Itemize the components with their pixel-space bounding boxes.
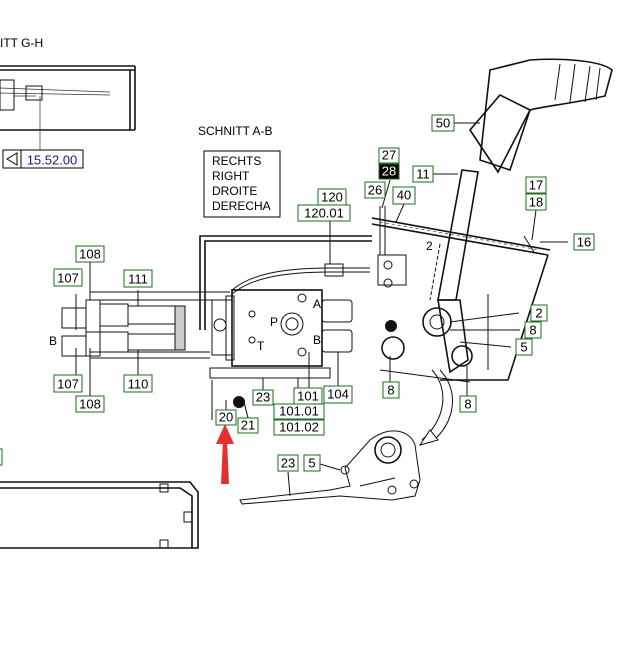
- callout-number: 8: [387, 383, 394, 398]
- pedal-lever: 2: [377, 58, 613, 383]
- port-label-b: B: [313, 333, 321, 347]
- section-gh-drawing: [0, 65, 136, 150]
- callout-number: 108: [79, 247, 101, 262]
- reference-text: 15.52.00: [27, 153, 78, 168]
- callout-number: 104: [327, 387, 349, 402]
- callout-108-bottom[interactable]: 108: [75, 395, 105, 413]
- callout-number: 108: [79, 397, 101, 412]
- callout-101-02[interactable]: 101.02: [273, 419, 325, 436]
- pedal-detail-view: [239, 430, 421, 505]
- callout-number: 101.01: [279, 404, 319, 419]
- callout-number: 20: [219, 410, 233, 425]
- callout-2[interactable]: 2: [530, 304, 548, 322]
- callout-104[interactable]: 104: [323, 385, 353, 404]
- bolt-marker-upper: [385, 320, 397, 332]
- direction-label-derecha: DERECHA: [212, 199, 271, 213]
- direction-box: [203, 150, 281, 218]
- direction-label-rechts: RECHTS: [212, 154, 261, 168]
- callout-18[interactable]: 18: [525, 193, 547, 211]
- callout-number: 111: [128, 272, 148, 287]
- direction-label-droite: DROITE: [212, 184, 257, 198]
- callout-26[interactable]: 26: [364, 181, 386, 199]
- callout-5-right[interactable]: 5: [515, 338, 533, 356]
- callout-number: 120.01: [304, 206, 344, 221]
- callout-number: 23: [281, 456, 295, 471]
- bolt-marker-lower: [233, 396, 245, 408]
- callout-101-01[interactable]: 101.01: [273, 403, 325, 420]
- red-pointer-head: [216, 424, 234, 444]
- callout-108-top[interactable]: 108: [75, 245, 105, 263]
- callout-number: 107: [57, 271, 79, 286]
- callout-8-center[interactable]: 8: [382, 381, 400, 399]
- port-label-t: T: [257, 339, 265, 353]
- fittings-assembly: B: [49, 299, 186, 357]
- callout-17[interactable]: 17: [525, 176, 547, 194]
- callout-number: 26: [368, 183, 382, 198]
- callout-107-bottom[interactable]: 107: [53, 374, 83, 393]
- callout-28[interactable]: 28: [378, 163, 400, 180]
- callout-101[interactable]: 101: [293, 387, 323, 405]
- callout-120-01[interactable]: 120.01: [297, 204, 351, 222]
- callout-111[interactable]: 111: [123, 269, 153, 288]
- callout-number: 17: [529, 178, 543, 193]
- callout-number: 120: [321, 190, 343, 205]
- callout-27[interactable]: 27: [378, 147, 400, 164]
- housing-frame: [90, 217, 551, 381]
- callout-120[interactable]: 120: [317, 188, 347, 206]
- callout-5-bottom[interactable]: 5: [303, 454, 321, 472]
- valve-block: P T A B: [225, 289, 353, 367]
- port-label-a: A: [313, 297, 321, 311]
- callout-107-top[interactable]: 107: [53, 268, 83, 287]
- callout-16[interactable]: 16: [573, 233, 595, 251]
- callout-number: 8: [529, 323, 536, 338]
- callout-number: 107: [57, 377, 79, 392]
- callout-number: 23: [256, 390, 270, 405]
- callout-number: 101: [297, 389, 319, 404]
- section-gh-label: ITT G-H: [0, 36, 43, 50]
- callout-8-right[interactable]: 8: [524, 321, 542, 339]
- callout-number: 11: [416, 167, 430, 182]
- callout-number: 50: [436, 116, 450, 131]
- callout-number: 5: [308, 456, 315, 471]
- callout-number: 27: [382, 148, 396, 163]
- port-label-b-left: B: [49, 334, 57, 348]
- callout-number: 5: [520, 340, 527, 355]
- callout-number: 21: [241, 418, 255, 433]
- callout-number: 2: [535, 306, 542, 321]
- reference-link-15-52-00[interactable]: 15.52.00: [2, 149, 84, 169]
- callout-23-bottom[interactable]: 23: [277, 454, 299, 472]
- rod-23: [209, 367, 331, 420]
- hose-120: [231, 220, 370, 295]
- red-pointer-shaft: [221, 440, 229, 484]
- callout-21[interactable]: 21: [237, 417, 259, 434]
- callout-number: 110: [128, 377, 149, 392]
- callout-number: 18: [529, 195, 543, 210]
- port-label-p: P: [270, 315, 278, 329]
- callout-23-top[interactable]: 23: [252, 389, 274, 406]
- callout-40[interactable]: 40: [392, 186, 416, 205]
- motion-arrows: [418, 369, 453, 446]
- callout-20[interactable]: 20: [215, 409, 237, 426]
- mark-2: 2: [426, 239, 433, 253]
- callout-number: 28: [382, 164, 396, 179]
- callout-110[interactable]: 110: [123, 374, 153, 393]
- callout-number: 101.02: [279, 420, 319, 435]
- callout-11[interactable]: 11: [412, 165, 434, 183]
- callout-number: 40: [397, 188, 411, 203]
- callout-8-lower[interactable]: 8: [459, 395, 477, 413]
- callout-offscreen-left: [0, 448, 3, 466]
- bottom-housing: [0, 481, 199, 549]
- direction-label-right: RIGHT: [212, 169, 250, 183]
- section-ab-label: SCHNITT A-B: [198, 124, 272, 138]
- callout-number: 16: [577, 235, 591, 250]
- callout-number: 8: [464, 397, 471, 412]
- callout-50[interactable]: 50: [431, 114, 455, 132]
- leader-lines: [75, 122, 568, 497]
